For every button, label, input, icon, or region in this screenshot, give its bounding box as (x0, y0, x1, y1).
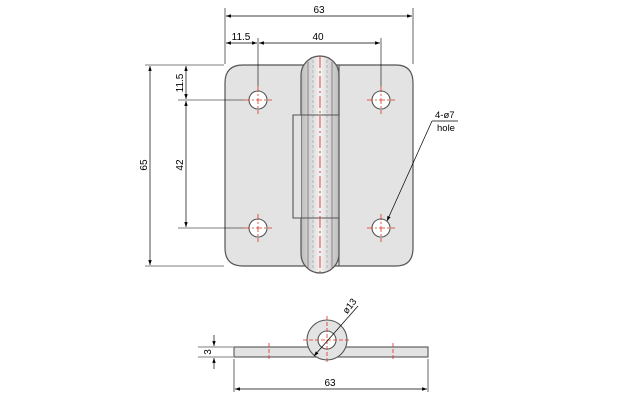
dim-line-knuckle-diameter (313, 305, 359, 357)
dim-label-overall-height: 65 (139, 159, 150, 171)
dim-label-thickness: 3 (203, 349, 214, 355)
side-centerlines (268, 316, 394, 364)
top-view: 63 11.5 40 65 11.5 42 4-ø7 hole (139, 5, 458, 274)
dim-label-hole-spacing-y: 42 (175, 159, 186, 171)
knuckle-segment-left (292, 114, 301, 219)
knuckle-segment-right (301, 65, 340, 266)
side-view: ø13 3 63 (198, 297, 429, 392)
extension-lines (145, 8, 414, 267)
dim-label-hole-offset-y: 11.5 (175, 73, 186, 92)
hole-callout-type: hole (437, 123, 455, 134)
hole-top-left (244, 86, 272, 114)
hole-callout-leader-arrow (386, 120, 433, 222)
hole-callout-qty: 4-ø7 (435, 110, 455, 121)
hole-top-right (367, 86, 395, 114)
dim-label-knuckle-diameter: ø13 (341, 297, 360, 317)
right-leaf-plate (315, 64, 414, 267)
hole-bottom-right (367, 214, 395, 242)
dim-label-overall-width: 63 (313, 5, 325, 16)
hole-bottom-left (244, 214, 272, 242)
dim-label-side-overall-width: 63 (324, 378, 336, 389)
dim-label-hole-spacing-x: 40 (312, 32, 324, 43)
side-extension-lines (198, 346, 429, 392)
dim-label-hole-offset-x: 11.5 (232, 32, 251, 43)
